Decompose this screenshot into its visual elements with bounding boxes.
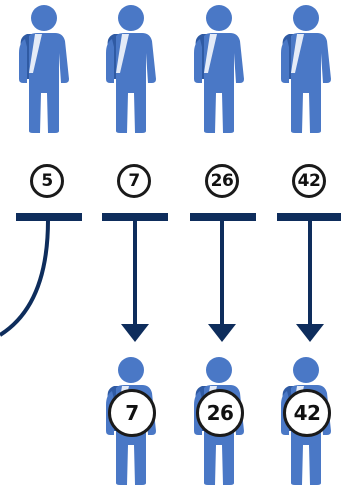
arrow-2 bbox=[121, 220, 149, 342]
bar-1 bbox=[16, 213, 82, 221]
arrow-4 bbox=[296, 220, 324, 342]
person-icon bbox=[19, 5, 69, 133]
count-badge: 7 bbox=[108, 389, 156, 437]
curved-connector bbox=[0, 219, 50, 337]
bar-3 bbox=[190, 213, 256, 221]
count-badge: 42 bbox=[283, 389, 331, 437]
arrow-3 bbox=[208, 220, 236, 342]
count-badge: 26 bbox=[196, 389, 244, 437]
person-icon bbox=[106, 5, 156, 133]
person-icon bbox=[194, 5, 244, 133]
bar-2 bbox=[102, 213, 168, 221]
bar-4 bbox=[277, 213, 341, 221]
count-badge: 5 bbox=[30, 164, 64, 198]
count-badge: 42 bbox=[292, 164, 326, 198]
count-badge: 7 bbox=[117, 164, 151, 198]
person-icon bbox=[281, 5, 331, 133]
count-badge: 26 bbox=[205, 164, 239, 198]
